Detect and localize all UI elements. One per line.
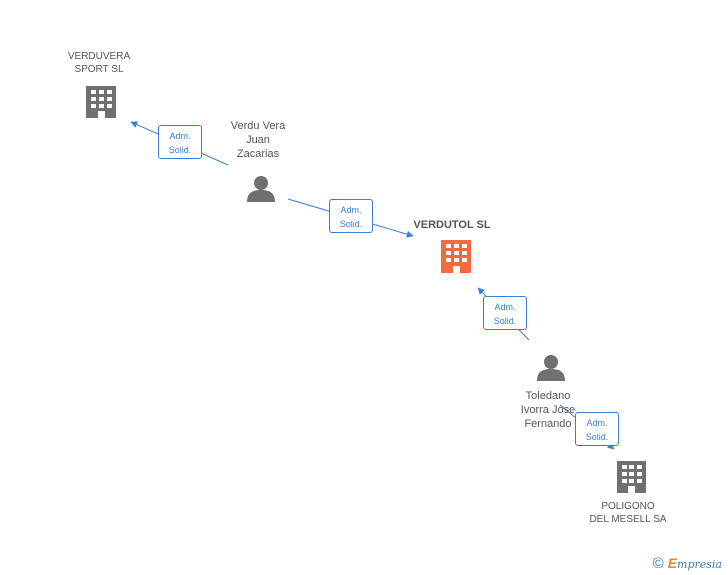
building-icon[interactable] xyxy=(86,86,116,118)
building-icon[interactable] xyxy=(441,240,471,273)
person-icon[interactable] xyxy=(247,176,275,202)
person-icon[interactable] xyxy=(537,355,565,381)
edge-label-adm-solid: Adm. Solid. xyxy=(483,296,527,330)
edge-label-adm-solid: Adm. Solid. xyxy=(329,199,373,233)
copyright-icon: © xyxy=(652,554,664,572)
edge-label-adm-solid: Adm. Solid. xyxy=(575,412,619,446)
node-label-toledano-ivorra-jose-fernando[interactable]: Toledano Ivorra Jose Fernando xyxy=(520,390,576,430)
node-label-verdutol[interactable]: VERDUTOL SL xyxy=(413,219,491,231)
brand-logo[interactable]: Empresia xyxy=(667,555,722,571)
node-label-verdu-vera-juan-zacarias[interactable]: Verdu Vera Juan Zacarias xyxy=(230,120,286,160)
building-icon[interactable] xyxy=(617,461,646,493)
node-label-poligono-del-mesell[interactable]: POLIGONO DEL MESELL SA xyxy=(589,501,667,525)
brand-footer: © Empresia xyxy=(653,555,722,571)
edge-label-adm-solid: Adm. Solid. xyxy=(158,125,202,159)
node-label-verduvera-sport[interactable]: VERDUVERA SPORT SL xyxy=(67,51,131,75)
